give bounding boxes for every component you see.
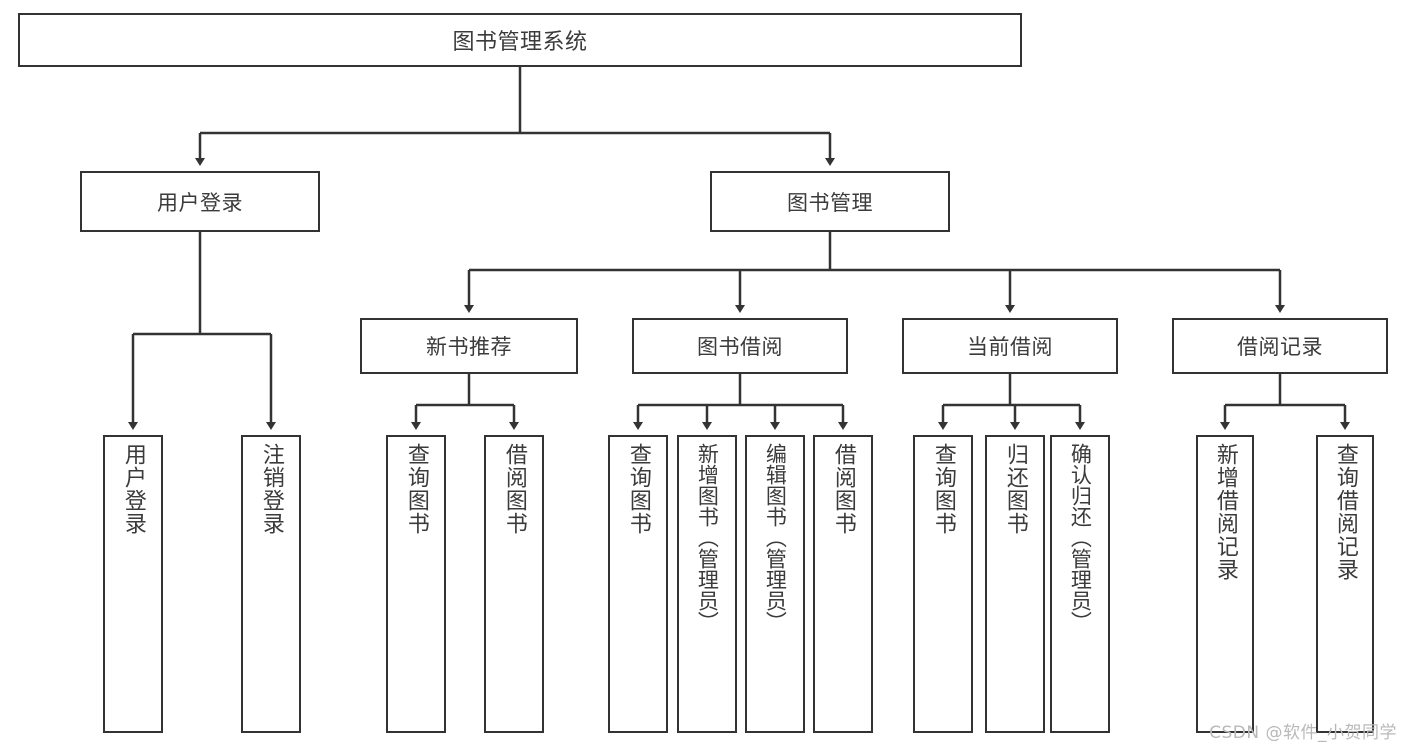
leaf-label: 查询借阅记录 [1332,443,1358,581]
node-root-label: 图书管理系统 [452,30,588,55]
leaf-confirm-return-admin[interactable]: 确认归还（管理员） [1050,435,1110,733]
leaf-label: 编辑图书（管理员） [763,443,788,632]
leaf-label: 查询图书 [625,443,651,535]
node-new-book-recommend[interactable]: 新书推荐 [360,318,578,374]
leaf-borrow-books-borrow[interactable]: 借阅图书 [813,435,873,733]
leaf-label: 查询图书 [930,443,956,535]
leaf-add-book-admin[interactable]: 新增图书（管理员） [677,435,737,733]
leaf-borrow-books-recommend[interactable]: 借阅图书 [484,435,544,733]
leaf-label: 新增图书（管理员） [695,443,720,632]
leaf-query-books-borrow[interactable]: 查询图书 [608,435,668,733]
leaf-edit-book-admin[interactable]: 编辑图书（管理员） [745,435,805,733]
leaf-label: 新增借阅记录 [1212,443,1238,581]
leaf-label: 借阅图书 [830,443,856,535]
leaf-label: 注销登录 [258,443,284,535]
leaf-logout[interactable]: 注销登录 [241,435,301,733]
node-user-login[interactable]: 用户登录 [80,171,320,232]
leaf-query-books-recommend[interactable]: 查询图书 [386,435,446,733]
node-user-login-label: 用户登录 [157,190,243,215]
leaf-query-borrow-record[interactable]: 查询借阅记录 [1316,435,1374,733]
node-borrow-records-label: 借阅记录 [1237,335,1323,359]
csdn-watermark: CSDN @软件_小贺同学 [1209,723,1397,743]
leaf-label: 查询图书 [403,443,429,535]
leaf-add-borrow-record[interactable]: 新增借阅记录 [1196,435,1254,733]
leaf-label: 确认归还（管理员） [1068,443,1093,632]
node-current-borrow[interactable]: 当前借阅 [902,318,1118,374]
node-current-borrow-label: 当前借阅 [967,335,1053,359]
leaf-user-login[interactable]: 用户登录 [103,435,163,733]
node-book-borrow[interactable]: 图书借阅 [632,318,848,374]
node-borrow-records[interactable]: 借阅记录 [1172,318,1388,374]
leaf-query-books-current[interactable]: 查询图书 [913,435,973,733]
leaf-label: 用户登录 [120,443,146,535]
node-book-borrow-label: 图书借阅 [697,335,783,359]
leaf-label: 借阅图书 [501,443,527,535]
leaf-label: 归还图书 [1002,443,1028,535]
node-root[interactable]: 图书管理系统 [18,13,1022,67]
node-new-book-recommend-label: 新书推荐 [426,335,512,359]
leaf-return-books[interactable]: 归还图书 [985,435,1045,733]
node-book-management[interactable]: 图书管理 [710,171,950,232]
node-book-management-label: 图书管理 [787,190,873,215]
